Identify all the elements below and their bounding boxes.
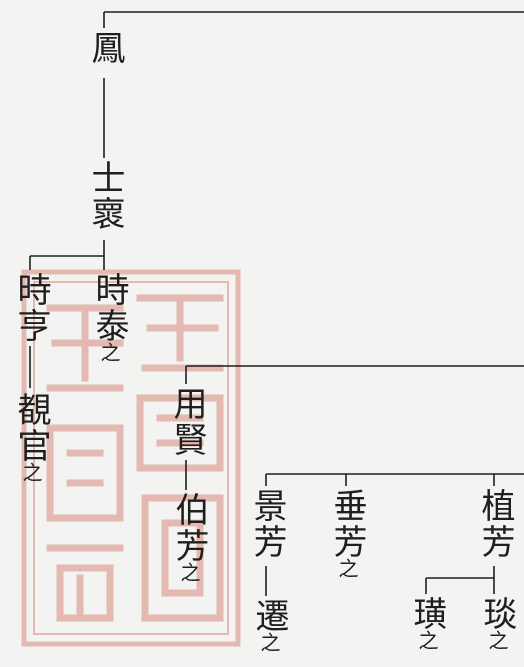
person-chuifang: 垂芳之: [327, 488, 367, 578]
person-guanguan: 覩官之: [11, 392, 51, 482]
person-shitai: 時泰之: [89, 272, 129, 362]
library-seal-icon: [21, 269, 241, 647]
person-shihuai: 士褱: [85, 160, 125, 232]
person-tan: 琰之: [477, 596, 517, 650]
person-bofang: 伯芳之: [169, 492, 209, 582]
person-zhifang: 植芳: [475, 488, 515, 560]
person-qian: 遷之: [249, 598, 289, 652]
person-jingfang: 景芳: [247, 488, 287, 560]
person-yongxian: 用賢: [167, 386, 207, 458]
person-huang: 璜之: [407, 596, 447, 650]
person-feng: 鳳: [85, 30, 125, 66]
person-shiheng: 時亨: [11, 272, 51, 344]
